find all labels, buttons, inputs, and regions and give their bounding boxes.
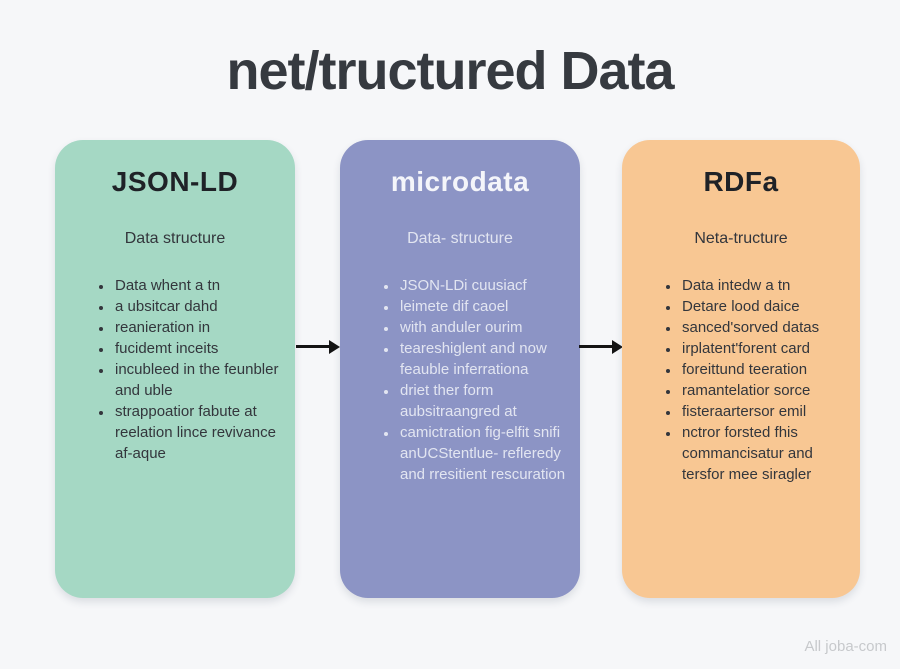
card-microdata-bullet-list: JSON-LDi cuusiacf leimete dif caoel with… xyxy=(340,275,580,485)
list-item: JSON-LDi cuusiacf xyxy=(398,275,568,296)
list-item: strappoatior fabute at reelation lince r… xyxy=(113,401,283,464)
card-microdata-subtitle: Data- structure xyxy=(407,230,513,247)
card-microdata-title: microdata xyxy=(390,166,530,197)
card-rdfa-bullet-list: Data intedw a tn Detare lood daice sance… xyxy=(622,275,860,485)
list-item: a ubsitcar dahd xyxy=(113,296,283,317)
list-item: incubleed in the feunbler and uble xyxy=(113,359,283,401)
page-title: net/tructured Data xyxy=(226,41,674,101)
list-item: driet ther form aubsitraangred at xyxy=(398,380,568,422)
card-json-ld: JSON-LD Data structure Data whent a tn a… xyxy=(55,140,295,598)
card-rdfa-subtitle: Neta-tructure xyxy=(694,230,788,247)
list-item: nctror forsted fhis commancisatur and te… xyxy=(680,422,848,485)
card-rdfa-title: RDFa xyxy=(703,166,779,197)
arrow-right-icon xyxy=(579,339,623,354)
list-item: foreittund teeration xyxy=(680,359,848,380)
list-item: sanced'sorved datas xyxy=(680,317,848,338)
card-json-ld-bullet-list: Data whent a tn a ubsitcar dahd reaniera… xyxy=(55,275,295,464)
list-item: with anduler ourim xyxy=(398,317,568,338)
watermark: All joba-com xyxy=(804,638,887,655)
list-item: irplatent'forent card xyxy=(680,338,848,359)
list-item: camictration fig-elfit snifi anUCStentlu… xyxy=(398,422,568,485)
card-json-ld-subtitle: Data structure xyxy=(124,230,226,247)
list-item: teareshiglent and now feauble inferratio… xyxy=(398,338,568,380)
list-item: reanieration in xyxy=(113,317,283,338)
list-item: Data whent a tn xyxy=(113,275,283,296)
list-item: Detare lood daice xyxy=(680,296,848,317)
list-item: fisteraartersor emil xyxy=(680,401,848,422)
arrow-right-icon xyxy=(296,339,340,354)
card-microdata: microdata Data- structure JSON-LDi cuusi… xyxy=(340,140,580,598)
card-rdfa: RDFa Neta-tructure Data intedw a tn Deta… xyxy=(622,140,860,598)
list-item: fucidemt inceits xyxy=(113,338,283,359)
list-item: Data intedw a tn xyxy=(680,275,848,296)
list-item: ramantelatior sorce xyxy=(680,380,848,401)
card-json-ld-title: JSON-LD xyxy=(111,166,239,197)
list-item: leimete dif caoel xyxy=(398,296,568,317)
